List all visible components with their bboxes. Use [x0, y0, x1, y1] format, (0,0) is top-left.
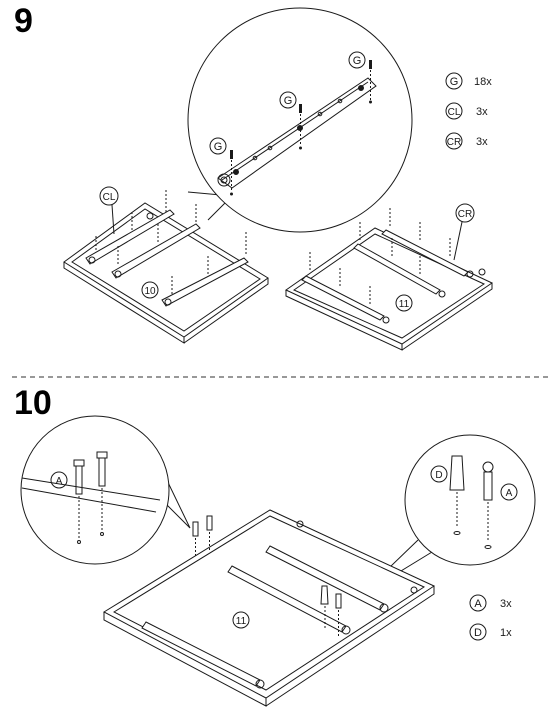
- svg-text:A: A: [474, 598, 482, 610]
- svg-text:G: G: [284, 95, 293, 107]
- svg-text:G: G: [450, 76, 459, 88]
- legend-item-cl: CL 3x: [445, 102, 488, 120]
- legend-item-d: D 1x: [469, 623, 512, 641]
- svg-text:CL: CL: [448, 107, 461, 118]
- svg-text:A: A: [506, 488, 513, 499]
- step10-legend: A 3x D 1x: [469, 594, 512, 641]
- svg-text:CR: CR: [458, 209, 472, 220]
- svg-text:10: 10: [144, 286, 156, 297]
- step10-callout-left: A: [20, 415, 191, 565]
- svg-text:11: 11: [236, 616, 247, 627]
- step9-board-left: 10 CL: [63, 186, 269, 344]
- step9-legend: G 18x CL 3x CR 3x: [445, 72, 492, 150]
- svg-text:3x: 3x: [476, 136, 488, 148]
- callout-g-label-3: G: [348, 51, 366, 69]
- svg-text:3x: 3x: [476, 106, 488, 118]
- svg-text:A: A: [56, 476, 63, 487]
- svg-text:CR: CR: [447, 137, 461, 148]
- callout-g-label-1: G: [209, 137, 227, 155]
- svg-text:11: 11: [399, 299, 410, 310]
- step-10-number: 10: [14, 384, 52, 422]
- step10-board: 11: [102, 509, 436, 707]
- legend-item-cr: CR 3x: [445, 132, 488, 150]
- svg-text:CL: CL: [103, 192, 116, 203]
- svg-text:G: G: [214, 141, 223, 153]
- svg-text:G: G: [353, 55, 362, 67]
- step-9-number: 9: [14, 2, 33, 40]
- step9-callout-magnifier: G G G: [187, 7, 413, 233]
- svg-text:D: D: [435, 470, 442, 481]
- legend-item-a: A 3x: [469, 594, 512, 612]
- callout-screws: [230, 60, 372, 196]
- step10-callout-right: D A: [359, 434, 536, 597]
- svg-text:18x: 18x: [474, 76, 492, 88]
- legend-item-g: G 18x: [445, 72, 492, 90]
- svg-text:1x: 1x: [500, 627, 512, 639]
- svg-text:D: D: [474, 627, 482, 639]
- svg-text:3x: 3x: [500, 598, 512, 610]
- callout-g-label-2: G: [279, 91, 297, 109]
- callout-rail: [217, 77, 377, 189]
- step9-board-right: 11 CR: [285, 203, 494, 351]
